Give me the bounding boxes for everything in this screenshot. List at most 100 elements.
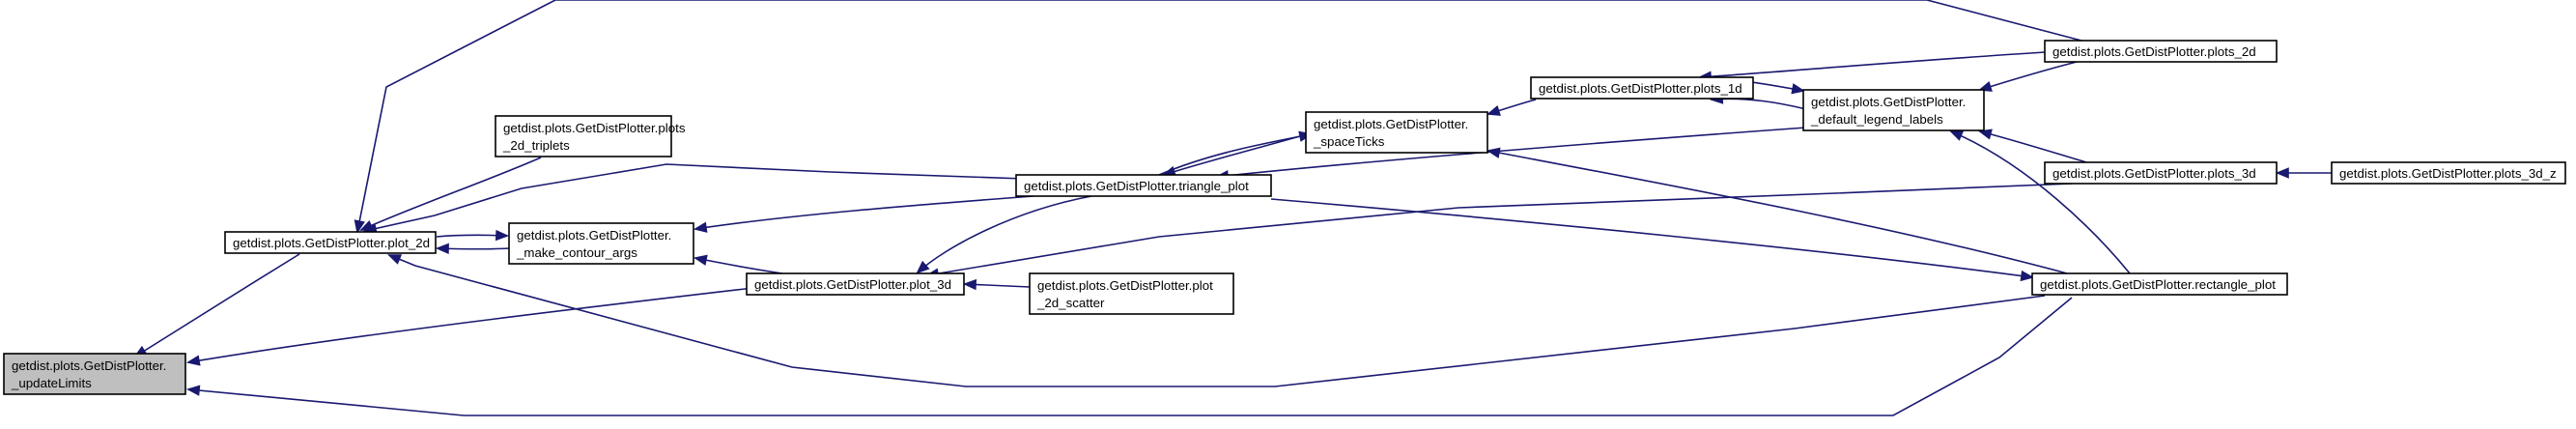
node-label: getdist.plots.GetDistPlotter.plots_1d [1539,81,1742,96]
node-updateLimits: getdist.plots.GetDistPlotter. _updateLimi… [3,353,186,395]
edge-line [694,257,783,274]
edge-line [694,195,1034,230]
edge-line [1158,133,1312,176]
edge-plots_1d-to-spaceTicks [1486,99,1537,116]
edge-make_contour_args-to-plot_2d [435,243,510,255]
node-label: getdist.plots.GetDistPlotter.plots [503,121,686,135]
node-label: _2d_scatter [1036,296,1105,310]
edge-line [1487,150,2068,274]
node-make-contour-args[interactable]: getdist.plots.GetDistPlotter. _make_conto… [508,222,694,265]
node-label: getdist.plots.GetDistPlotter.plot_3d [754,277,951,292]
node-spaceTicks[interactable]: getdist.plots.GetDistPlotter. _spaceTicks [1305,111,1488,154]
edge-plots_3d-to-default_legend_labels [1977,129,2087,163]
node-rectangle-plot[interactable]: getdist.plots.GetDistPlotter.rectangle_p… [2031,272,2288,296]
node-plots-2d-triplets[interactable]: getdist.plots.GetDistPlotter.plots _2d_tr… [495,115,686,157]
edge-arrowhead [185,355,201,366]
edge-plot_2d_scatter-to-plot_3d [962,278,1031,291]
edge-triangle_plot-to-rectangle_plot [1270,198,2035,282]
edge-plot_2d-to-make_contour_args [436,229,510,242]
node-box [1029,272,1234,315]
edge-plot_2d-to-updateLimits [133,253,300,358]
edge-arrowhead [1486,147,1501,158]
node-plots-3d-z[interactable]: getdist.plots.GetDistPlotter.plots_3d_z [2331,161,2566,185]
edge-arrowhead [2020,270,2035,282]
node-default-legend-labels[interactable]: getdist.plots.GetDistPlotter._default_le… [1802,89,1985,131]
node-label: _2d_triplets [502,138,570,153]
edge-triangle_plot-to-plot_3d [916,195,1092,274]
edge-triangle_plot-to-plot_2d [362,163,1025,234]
node-box [1305,111,1488,154]
edge-arrowhead [693,254,708,266]
edge-line [187,287,754,363]
node-label: getdist.plots.GetDistPlotter.plot_2d [233,236,430,250]
edge-rectangle_plot-to-spaceTicks [1486,147,2068,274]
node-triangle-plot[interactable]: getdist.plots.GetDistPlotter.triangle_pl… [1015,174,1272,197]
node-box [2031,272,2288,296]
nodes-layer: getdist.plots.GetDistPlotter. _updateLimi… [3,40,2566,395]
edge-arrowhead [435,243,449,255]
edge-rectangle_plot-to-default_legend_labels [1949,130,2131,274]
node-label: _spaceTicks [1313,134,1385,149]
node-label: getdist.plots.GetDistPlotter. [517,228,671,243]
edge-line [1699,51,2046,78]
edge-plots_2d-to-plot_2d [354,0,2082,235]
node-box [2331,161,2566,185]
node-plot-3d[interactable]: getdist.plots.GetDistPlotter.plot_3d [746,272,965,296]
node-box [746,272,965,296]
node-label: _make_contour_args [516,245,637,260]
node-plots-1d[interactable]: getdist.plots.GetDistPlotter.plots_1d [1530,76,1754,100]
edges-layer [133,0,2332,416]
node-label: getdist.plots.GetDistPlotter.plots_2d [2052,44,2256,59]
node-label: getdist.plots.GetDistPlotter.triangle_pl… [1024,179,1249,193]
edge-arrowhead [1977,129,1993,140]
edge-line [134,253,300,358]
node-plot-2d[interactable]: getdist.plots.GetDistPlotter.plot_2d [224,231,437,254]
node-label: getdist.plots.GetDistPlotter.plot [1037,278,1213,293]
node-box [1530,76,1754,100]
edge-line [1950,130,2131,274]
edge-line [917,195,1092,273]
edge-line [364,163,1025,232]
edge-line [360,157,542,231]
edge-arrowhead [1949,130,1965,141]
node-label: getdist.plots.GetDistPlotter.plots_3d_z [2339,166,2557,181]
edge-line [187,297,2073,416]
edge-plots_2d_triplets-to-plot_2d [359,157,542,231]
edge-arrowhead [1977,81,1993,92]
node-box [224,231,437,254]
edge-arrowhead [185,385,201,396]
edge-arrowhead [354,219,365,235]
edge-arrowhead [916,260,930,274]
node-box [1015,174,1272,197]
node-box [2044,40,2278,63]
edge-arrowhead [962,278,977,291]
node-box [508,222,694,265]
node-label: _updateLimits [11,376,92,390]
edge-triangle_plot-to-make_contour_args [693,195,1034,233]
edge-plots_2d-to-default_legend_labels [1977,61,2078,92]
edge-plot_3d-to-make_contour_args [693,254,783,274]
node-plots-2d[interactable]: getdist.plots.GetDistPlotter.plots_2d [2044,40,2278,63]
edge-line [1711,98,1807,110]
node-plots-3d[interactable]: getdist.plots.GetDistPlotter.plots_3d [2044,161,2278,185]
edge-plots_3d-to-plot_3d [924,183,2073,279]
edge-plot_3d-to-updateLimits [185,287,754,366]
edge-line [388,254,2046,387]
node-label: getdist.plots.GetDistPlotter. [1811,95,1966,109]
node-label: getdist.plots.GetDistPlotter.plots_3d [2052,166,2256,181]
edge-rectangle_plot-to-updateLimits [185,297,2073,416]
node-label: getdist.plots.GetDistPlotter. [1314,117,1468,131]
node-box [495,115,672,157]
node-label: getdist.plots.GetDistPlotter. [12,358,166,373]
edge-line [1216,127,1807,178]
edge-arrowhead [495,229,510,242]
node-box [3,353,186,395]
node-label: getdist.plots.GetDistPlotter.rectangle_p… [2040,277,2276,292]
node-box [2044,161,2278,185]
edge-arrowhead [2275,167,2289,179]
edge-arrowhead [1486,105,1501,116]
edge-arrowhead [387,254,403,265]
node-plot-2d-scatter[interactable]: getdist.plots.GetDistPlotter.plot _2d_sca… [1029,272,1234,315]
